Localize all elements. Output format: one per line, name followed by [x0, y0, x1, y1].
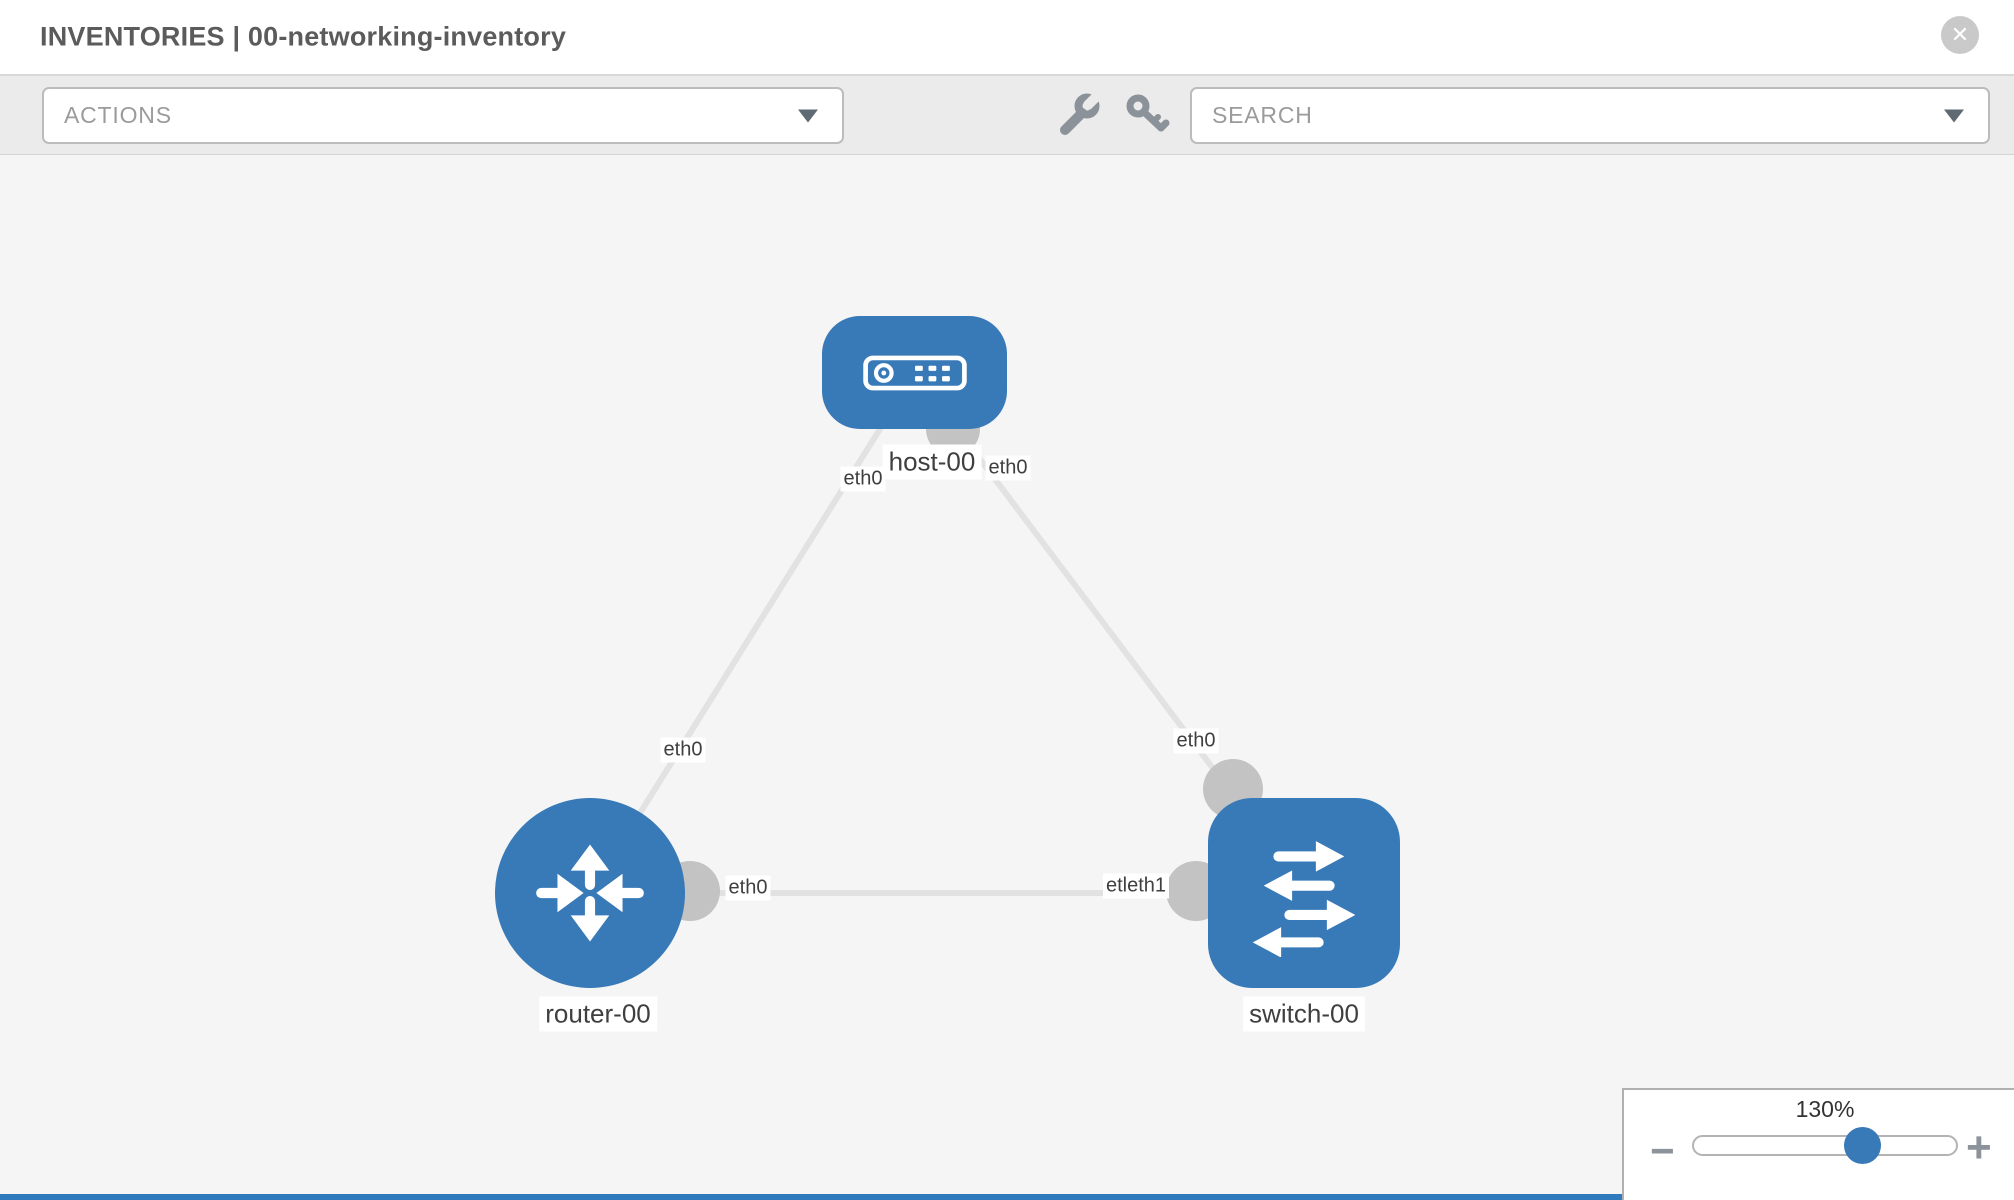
- close-button[interactable]: ✕: [1941, 16, 1979, 54]
- toolbar: ACTIONS SEARCH: [0, 74, 2014, 155]
- port-circles: [660, 402, 1263, 921]
- zoom-slider-track[interactable]: [1692, 1135, 1958, 1156]
- interface-label: eth0: [725, 875, 771, 901]
- key-icon[interactable]: [1124, 92, 1170, 138]
- close-icon: ✕: [1950, 22, 1970, 47]
- node-switch-00[interactable]: [1208, 798, 1400, 988]
- zoom-slider-thumb[interactable]: [1844, 1127, 1881, 1164]
- zoom-control-panel: 130% − +: [1622, 1088, 2014, 1200]
- router-icon: [536, 844, 644, 942]
- zoom-in-button[interactable]: +: [1966, 1123, 1992, 1172]
- node-router-00[interactable]: [495, 798, 685, 988]
- interface-label: eth0: [985, 455, 1031, 481]
- page-title: INVENTORIES | 00-networking-inventory: [40, 21, 567, 52]
- zoom-level-value: 130%: [1795, 1096, 1855, 1122]
- interface-label: eth0: [840, 466, 886, 492]
- zoom-out-button[interactable]: −: [1650, 1127, 1675, 1174]
- interface-label: eth0: [660, 737, 706, 763]
- node-label-router-00: router-00: [539, 996, 657, 1032]
- search-dropdown-label: SEARCH: [1212, 102, 1313, 128]
- node-label-host-00: host-00: [882, 444, 982, 480]
- actions-dropdown-label: ACTIONS: [64, 102, 172, 128]
- host-icon: [862, 355, 967, 390]
- chevron-down-icon: [798, 109, 818, 122]
- wrench-icon[interactable]: [1056, 92, 1102, 138]
- link-host-router: [587, 371, 918, 895]
- switch-icon: [1252, 841, 1356, 957]
- links-layer: [587, 371, 1304, 921]
- node-host-00[interactable]: [822, 316, 1007, 429]
- search-dropdown[interactable]: SEARCH: [1190, 87, 1990, 144]
- actions-dropdown[interactable]: ACTIONS: [42, 87, 844, 144]
- chevron-down-icon: [1944, 109, 1964, 122]
- node-label-switch-00: switch-00: [1243, 996, 1365, 1032]
- panel-header: INVENTORIES | 00-networking-inventory ✕: [0, 0, 2014, 74]
- interface-label: eth0: [1173, 728, 1219, 754]
- bottom-accent-strip: [0, 1194, 1622, 1200]
- topology-canvas[interactable]: eth0 host-00 eth0 eth0 eth0 eth0 etleth1…: [0, 155, 2014, 1200]
- interface-label: etleth1: [1102, 873, 1170, 899]
